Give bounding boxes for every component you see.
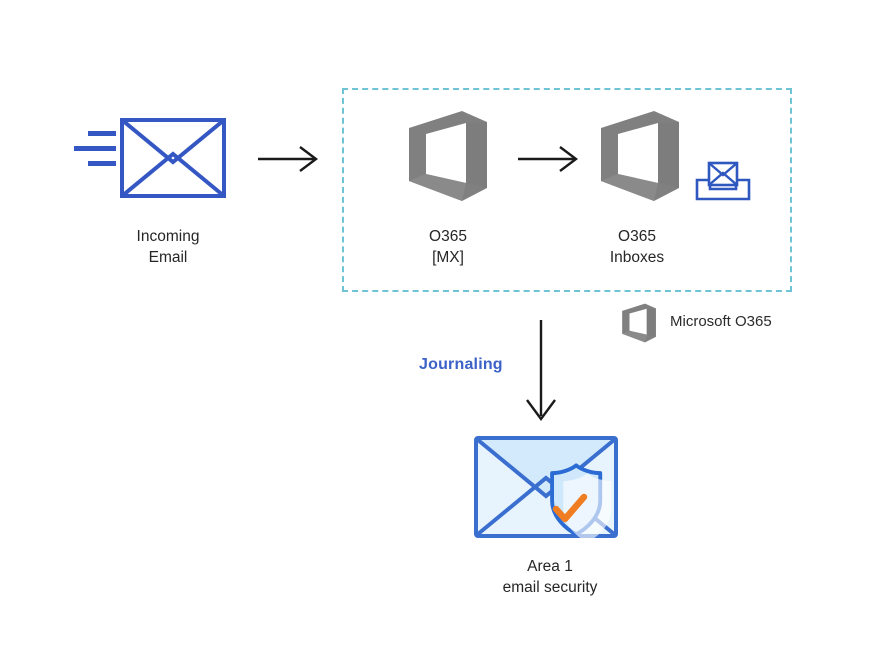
o365-inboxes-label-line2: Inboxes [609,249,665,266]
o365-inboxes-mail-node [694,158,752,202]
incoming-email-label-line1: Incoming [136,228,200,245]
o365-inboxes-label-line1: O365 [618,228,656,245]
o365-boundary-zone [342,88,792,292]
incoming-email-node [72,118,232,210]
o365-mx-label: O365 [MX] [382,226,514,268]
envelope-icon [74,118,226,198]
arrow-inboxes-to-area1 [522,320,562,424]
area1-label-line1: Area 1 [527,558,573,575]
journaling-edge-label: Journaling [419,356,503,373]
legend-label: Microsoft O365 [670,313,772,330]
o365-mx-node [404,110,492,202]
arrow-down-icon [526,320,556,422]
o365-inboxes-node [596,110,684,202]
area1-label: Area 1 email security [464,556,636,598]
legend-office-365-logo [620,303,658,343]
o365-mx-label-line1: O365 [429,228,467,245]
arrow-mx-to-inboxes [518,143,580,175]
area1-label-line2: email security [502,579,598,596]
office-365-logo-icon [601,111,679,201]
o365-mx-label-line2: [MX] [432,249,464,266]
shielded-envelope-icon [474,436,618,543]
office-365-logo-icon [622,303,656,343]
area1-node [470,432,630,547]
incoming-email-label-line2: Email [148,249,188,266]
arrow-incoming-to-mx [258,143,320,175]
arrow-right-icon [258,146,318,172]
inbox-tray-envelope-icon [695,161,751,201]
office-365-logo-icon [409,111,487,201]
arrow-right-icon [518,146,578,172]
